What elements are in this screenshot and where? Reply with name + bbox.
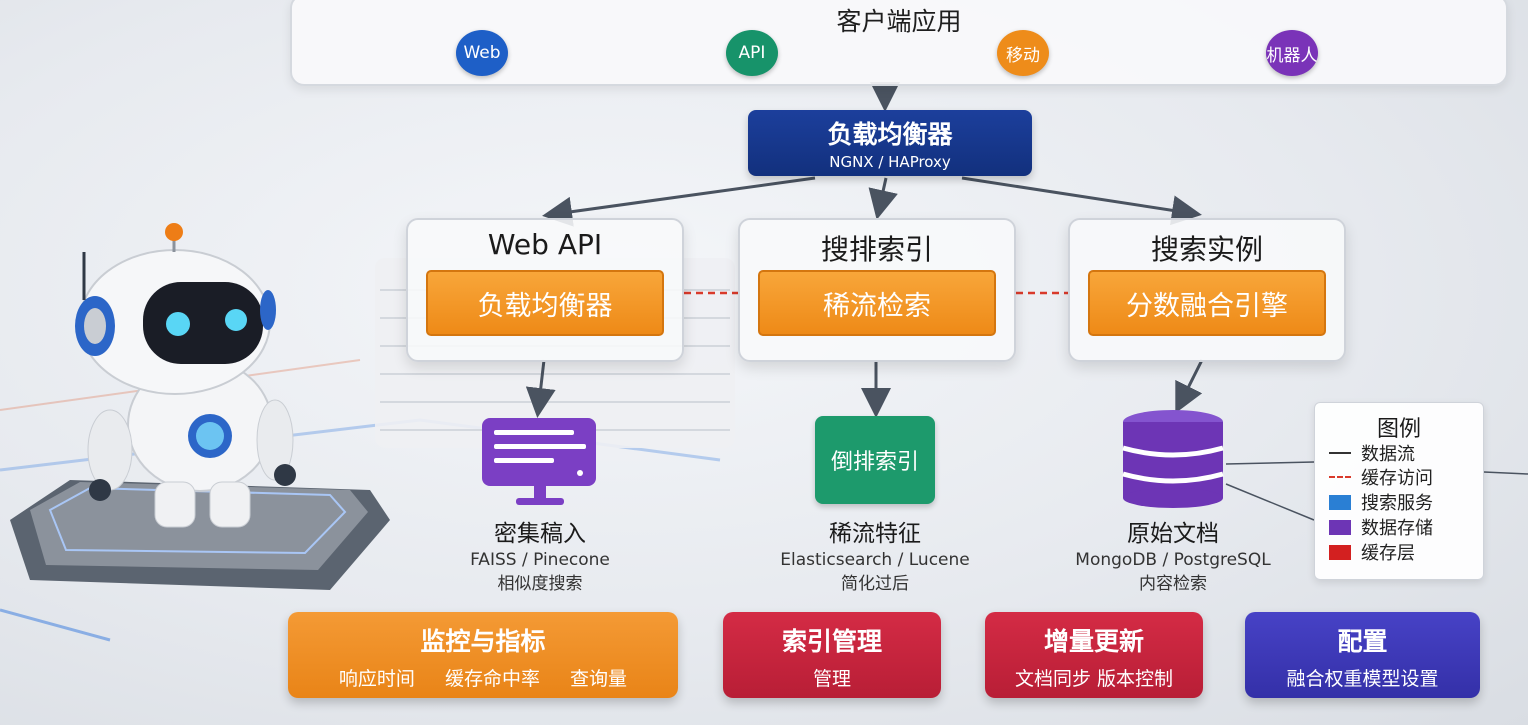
store-raw-docs: 原始文档 MongoDB / PostgreSQL 内容检索 (1060, 514, 1286, 596)
card-title: Web API (487, 228, 603, 261)
chip-mobile-label: 移动 (1006, 45, 1040, 66)
chip-web: Web (456, 30, 508, 76)
store-title: 稀流特征 (829, 521, 921, 547)
legend: 图例 数据流 缓存访问 搜索服务 数据存储 缓存层 (1314, 402, 1484, 580)
module-configuration: 配置 融合权重模型设置 (1245, 612, 1480, 698)
chip-api-label: API (738, 43, 766, 63)
store-caption: 内容检索 (1139, 574, 1207, 594)
chip-mobile: 移动 (997, 30, 1049, 76)
legend-label: 数据流 (1361, 444, 1415, 465)
module-metrics: 响应时间 缓存命中率 查询量 (288, 664, 678, 691)
load-balancer-node: 负载均衡器 NGNX / HAProxy (748, 110, 1032, 176)
card-title: 搜排索引 (820, 233, 933, 266)
monitor-icon (482, 418, 596, 505)
index-panel-icon: 倒排索引 (815, 416, 935, 504)
legend-item-cache-layer: 缓存层 (1329, 540, 1415, 564)
chip-web-label: Web (463, 43, 501, 63)
robot-illustration (10, 223, 390, 590)
legend-label: 搜索服务 (1361, 493, 1433, 514)
legend-label: 缓存层 (1361, 543, 1415, 564)
metric-cache-hit-rate: 缓存命中率 (444, 668, 540, 690)
chip-api: API (726, 30, 778, 76)
legend-box-swatch (1329, 544, 1351, 560)
module-incremental-update: 增量更新 文档同步 版本控制 (985, 612, 1203, 698)
module-monitoring: 监控与指标 响应时间 缓存命中率 查询量 (288, 612, 678, 698)
store-dense: 密集稿入 FAISS / Pinecone 相似度搜索 (430, 514, 650, 596)
legend-box-swatch (1329, 519, 1351, 535)
metric-response-time: 响应时间 (338, 668, 415, 690)
module-subtitle: 融合权重模型设置 (1286, 668, 1439, 690)
store-subtitle: MongoDB / PostgreSQL (1075, 550, 1271, 570)
card-inner-component: 分数融合引擎 (1088, 270, 1326, 336)
store-subtitle: FAISS / Pinecone (470, 550, 610, 570)
chip-robot: 机器人 (1266, 30, 1318, 76)
legend-label: 缓存访问 (1361, 468, 1433, 489)
card-inner-component: 稀流检索 (758, 270, 996, 336)
legend-item-cache-access: 缓存访问 (1329, 465, 1433, 489)
store-caption: 相似度搜索 (497, 574, 583, 594)
card-inner-component: 负载均衡器 (426, 270, 664, 336)
chip-robot-label: 机器人 (1266, 45, 1318, 66)
client-apps-title: 客户端应用 (836, 7, 962, 36)
store-sparse: 稀流特征 Elasticsearch / Lucene 简化过后 (760, 514, 990, 596)
store-title: 密集稿入 (494, 521, 586, 547)
legend-item-data-storage: 数据存储 (1329, 515, 1433, 539)
module-subtitle: 文档同步 版本控制 (1014, 668, 1174, 690)
module-index-management: 索引管理 管理 (723, 612, 941, 698)
card-search-instance: 搜索实例 分数融合引擎 (1068, 218, 1346, 362)
database-icon (1122, 410, 1224, 508)
legend-line-swatch (1329, 452, 1351, 454)
legend-dashed-swatch (1329, 476, 1351, 478)
store-title: 原始文档 (1127, 521, 1219, 547)
card-sparse-index: 搜排索引 稀流检索 (738, 218, 1016, 362)
legend-item-data-flow: 数据流 (1329, 441, 1415, 465)
metric-query-volume: 查询量 (570, 668, 628, 690)
card-web-api: Web API 负载均衡器 (406, 218, 684, 362)
module-title: 增量更新 (1043, 627, 1144, 656)
legend-title: 图例 (1376, 417, 1421, 442)
store-subtitle: Elasticsearch / Lucene (780, 550, 970, 570)
load-balancer-title: 负载均衡器 (827, 120, 953, 149)
module-title: 监控与指标 (420, 627, 546, 656)
module-title: 索引管理 (781, 627, 882, 656)
legend-label: 数据存储 (1361, 518, 1433, 539)
index-panel-label: 倒排索引 (830, 450, 919, 475)
legend-item-search-service: 搜索服务 (1329, 490, 1433, 514)
load-balancer-subtitle: NGNX / HAProxy (829, 153, 951, 171)
module-subtitle: 管理 (812, 668, 851, 690)
legend-box-swatch (1329, 494, 1351, 510)
store-caption: 简化过后 (841, 574, 909, 594)
card-title: 搜索实例 (1150, 233, 1263, 266)
module-title: 配置 (1337, 627, 1388, 656)
